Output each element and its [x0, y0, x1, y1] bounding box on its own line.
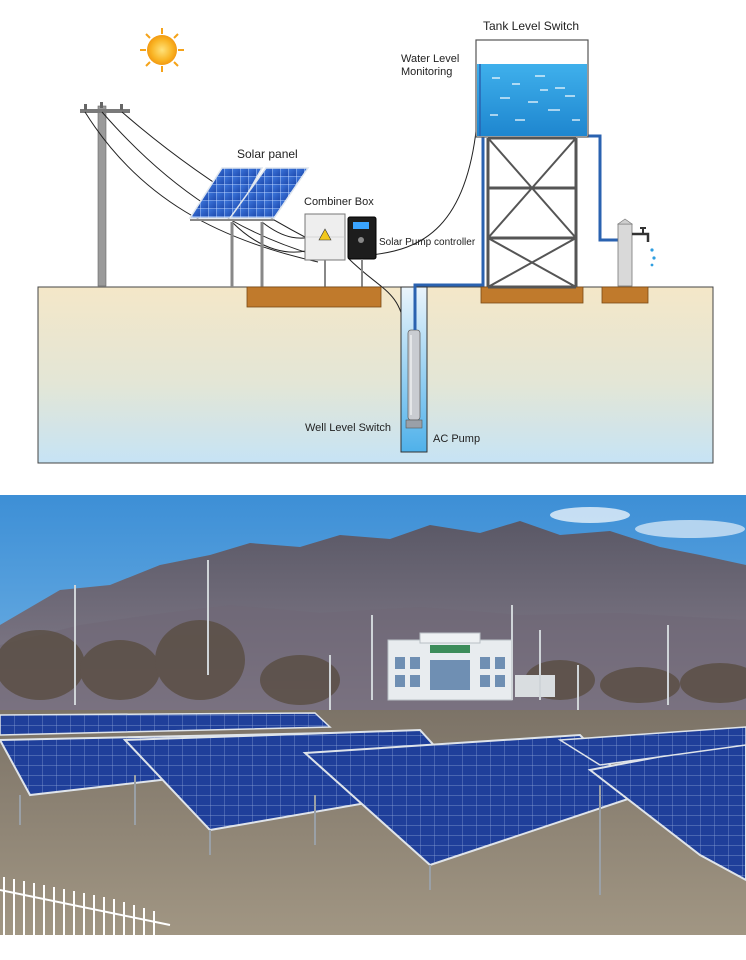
solar-pump-controller: [347, 216, 377, 287]
tap-foundation: [601, 286, 649, 304]
water-level-monitoring-label-line2: Monitoring: [401, 66, 453, 78]
water-tank: [475, 39, 589, 138]
tower-foundation: [480, 286, 584, 304]
tree-line: [0, 620, 746, 705]
fence: [0, 877, 171, 935]
solar-farm-photo: [0, 495, 746, 935]
ground: [37, 286, 714, 464]
diagram-canvas: [37, 28, 714, 464]
solar-pump-system-diagram: Tank Level Switch Water Level Monitoring…: [37, 19, 714, 464]
tank-level-switch-label: Tank Level Switch: [483, 19, 580, 33]
water-tower: [486, 136, 578, 289]
street-lamps: [74, 560, 669, 710]
solar-panel-rows: [0, 712, 746, 895]
solar-panel-label: Solar panel: [237, 147, 298, 161]
building: [387, 632, 555, 701]
well-level-switch-label: Well Level Switch: [305, 422, 391, 434]
combiner-box-label: Combiner Box: [304, 196, 374, 208]
panel-foundation: [246, 286, 382, 308]
ac-pump-label: AC Pump: [433, 433, 481, 445]
solar-pump-controller-label: Solar Pump controller: [379, 237, 476, 248]
photo-canvas: [0, 495, 746, 935]
water-tap-icon: [617, 218, 656, 287]
solar-panel-array: [188, 167, 310, 287]
sun-icon: [140, 28, 184, 72]
combiner-box: [304, 213, 346, 287]
utility-pole: [80, 102, 130, 287]
water-level-monitoring-label-line1: Water Level: [401, 53, 460, 65]
